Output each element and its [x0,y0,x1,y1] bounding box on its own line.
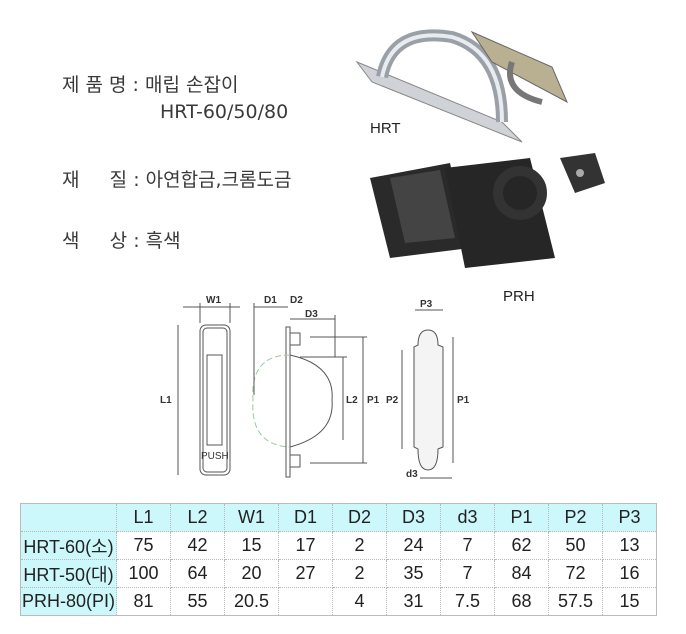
label-d3: D3 [305,309,318,320]
prh-photo [370,153,605,268]
table-cell: 20.5 [224,587,279,616]
table-cell: 16 [602,559,657,588]
label-l1: L1 [160,395,172,406]
label-d1: D1 [264,295,277,306]
table-cell: 4 [332,587,387,616]
column-header: P1 [494,503,549,532]
column-header: P3 [602,503,657,532]
table-cell: 15 [224,531,279,560]
table-cell: 2 [332,559,387,588]
table-cell: 81 [116,587,171,616]
row-label: HRT-60(소) [20,531,117,560]
table-cell: 55 [170,587,225,616]
column-header [20,503,117,532]
label-p1: P1 [367,395,380,406]
column-header: D2 [332,503,387,532]
material-label: 재 질 : 아연합금,크롬도금 [62,169,292,191]
table-cell: 2 [332,531,387,560]
table-cell: 75 [116,531,171,560]
label-p2: P2 [386,395,399,406]
column-header: W1 [224,503,279,532]
table-cell: 57.5 [548,587,603,616]
hrt-photo [355,29,569,143]
table-cell: 64 [170,559,225,588]
row-label: PRH-80(PI) [20,587,117,616]
table-cell: 13 [602,531,657,560]
hrt-photo-label: HRT [370,120,401,137]
label-w1: W1 [206,295,221,306]
label-p1-side: P1 [457,395,470,406]
table-cell: 50 [548,531,603,560]
table-cell: 100 [116,559,171,588]
column-header: D1 [278,503,333,532]
table-cell: 62 [494,531,549,560]
table-cell: 68 [494,587,549,616]
table-cell: 84 [494,559,549,588]
table-cell: 20 [224,559,279,588]
column-header: L1 [116,503,171,532]
dimension-drawing: W1 D1 D2 D3 P3 L1 L2 P1 P2 P1 d3 PUSH [160,295,470,480]
table-cell: 7 [440,531,495,560]
table-cell [278,587,333,616]
table-cell: 24 [386,531,441,560]
table-cell: 17 [278,531,333,560]
table-cell: 27 [278,559,333,588]
column-header: P2 [548,503,603,532]
label-d3-small: d3 [406,469,418,480]
table-cell: 35 [386,559,441,588]
table-cell: 15 [602,587,657,616]
table-cell: 42 [170,531,225,560]
column-header: L2 [170,503,225,532]
label-p3: P3 [420,299,433,310]
table-cell: 7.5 [440,587,495,616]
product-name-label: 제 품 명 : 매립 손잡이 [62,74,239,96]
column-header: D3 [386,503,441,532]
table-cell: 31 [386,587,441,616]
prh-photo-label: PRH [503,288,535,305]
column-header: d3 [440,503,495,532]
table-cell: 72 [548,559,603,588]
model-line: HRT-60/50/80 [160,101,289,123]
row-label: HRT-50(대) [20,559,117,588]
label-l2: L2 [346,395,358,406]
table-cell: 7 [440,559,495,588]
push-label: PUSH [201,451,229,462]
color-label: 색 상 : 흑색 [62,230,181,252]
label-d2: D2 [290,295,303,306]
